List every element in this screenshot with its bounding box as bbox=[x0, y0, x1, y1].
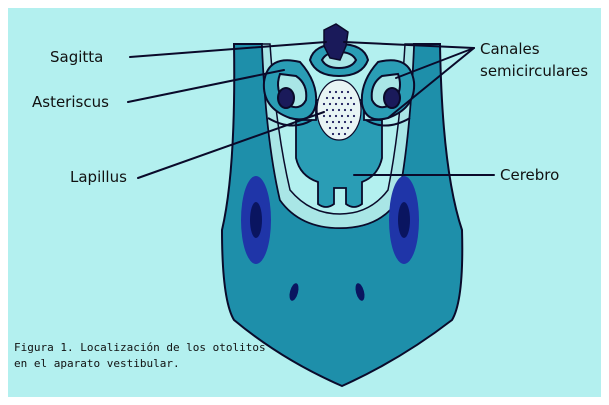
label-canales-line1: Canales bbox=[480, 40, 540, 58]
figure-caption-line1: Figura 1. Localización de los otolitos bbox=[14, 341, 266, 354]
left-eye bbox=[241, 176, 271, 264]
figure-caption-line2: en el aparato vestibular. bbox=[14, 357, 180, 370]
label-canales-line2: semicirculares bbox=[480, 62, 588, 80]
label-lapillus: Lapillus bbox=[70, 168, 127, 186]
label-asteriscus: Asteriscus bbox=[32, 93, 109, 111]
right-eye bbox=[389, 176, 419, 264]
label-sagitta: Sagitta bbox=[50, 48, 103, 66]
label-cerebro: Cerebro bbox=[500, 166, 559, 184]
